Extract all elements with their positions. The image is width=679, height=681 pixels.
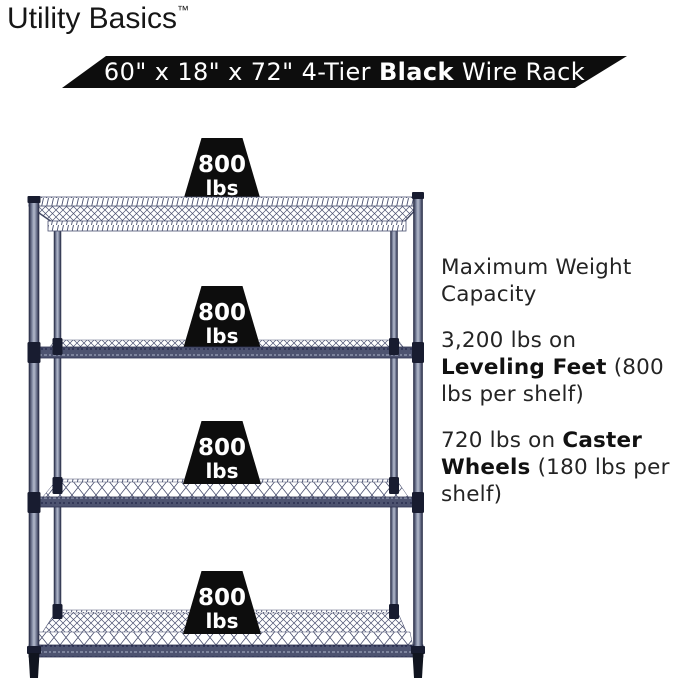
weight-tag-tier-1: 800 lbs — [183, 138, 261, 201]
weight-tag-tier-3: 800 lbs — [183, 421, 261, 484]
leveling-feet-capacity-text: 3,200 lbs on Leveling Feet (800 lbs per … — [441, 327, 679, 408]
weight-capacity-info: Maximum Weight Capacity 3,200 lbs on Lev… — [441, 254, 679, 527]
weight-tag-tier-4: 800 lbs — [183, 571, 261, 634]
post-collars — [27, 192, 424, 619]
text-segment: (800 lbs per shelf) — [441, 355, 664, 407]
leveling-feet — [27, 646, 425, 678]
shelf-tier-3-front-rail — [28, 496, 424, 508]
weight-tag-tier-2: 800 lbs — [183, 286, 261, 349]
text-segment: 3,200 lbs on — [441, 328, 577, 353]
brand-logo: Utility Basics™ — [7, 2, 189, 36]
weight-value: 800 — [198, 435, 246, 461]
trademark-icon: ™ — [177, 3, 190, 17]
brand-name: Utility Basics — [7, 2, 178, 35]
text-segment-bold: Leveling Feet — [441, 355, 607, 380]
banner-text-segment: Wire Rack — [453, 58, 586, 86]
shelf-tier-1 — [28, 205, 420, 232]
weight-unit: lbs — [205, 609, 238, 633]
info-heading: Maximum Weight Capacity — [441, 255, 632, 307]
shelf-tier-2-front-rail — [28, 346, 424, 359]
title-banner: 60" x 18" x 72" 4-Tier Black Wire Rack — [62, 56, 627, 88]
rack-inner-posts — [52, 219, 399, 618]
banner-text-segment: 60" x 18" x 72" 4-Tier — [103, 58, 379, 86]
text-segment-bold: Caster Wheels — [441, 428, 643, 480]
weight-value: 800 — [198, 300, 246, 326]
weight-value: 800 — [198, 585, 246, 611]
weight-unit: lbs — [205, 324, 238, 348]
text-segment: (180 lbs per shelf) — [441, 455, 670, 507]
weight-unit: lbs — [205, 176, 238, 200]
banner-text-bold-segment: Black — [378, 58, 454, 86]
weight-unit: lbs — [205, 459, 238, 483]
shelf-tier-1-back-rail — [28, 196, 420, 207]
caster-wheels-capacity-text: 720 lbs on Caster Wheels (180 lbs per sh… — [441, 427, 679, 508]
weight-value: 800 — [198, 152, 246, 178]
text-segment: 720 lbs on — [441, 428, 563, 453]
